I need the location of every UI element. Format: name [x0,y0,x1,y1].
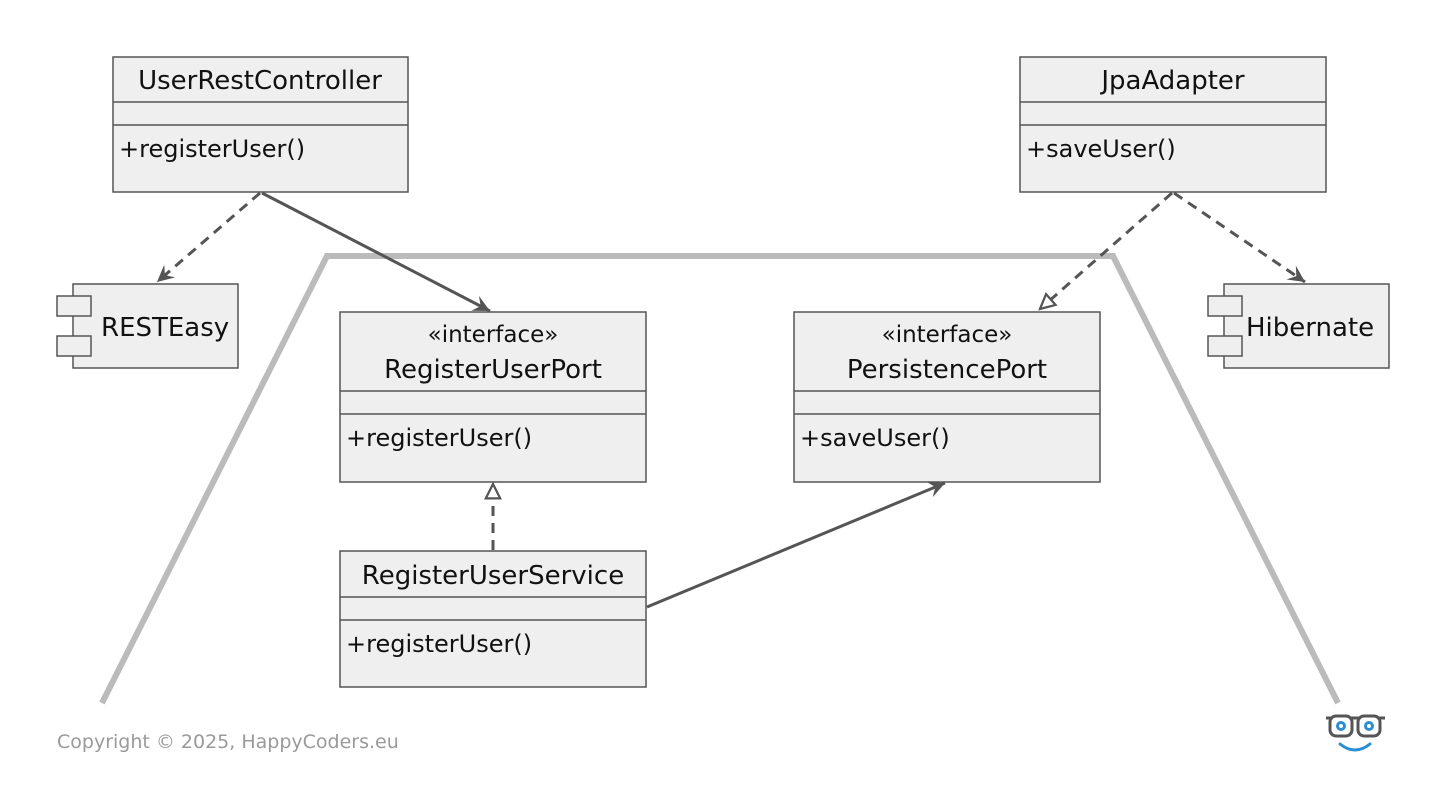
class-user-rest-controller[interactable]: UserRestController +registerUser() [112,56,409,193]
glasses-smile-logo-icon [1326,714,1385,752]
interface-stereotype: «interface» [882,322,1013,348]
interface-register-user-port[interactable]: «interface» RegisterUserPort +registerUs… [339,311,647,483]
interface-method: +saveUser() [800,424,950,452]
interface-stereotype: «interface» [428,322,559,348]
edge-service-calls-persistence-port [646,481,946,609]
class-name: UserRestController [138,66,382,96]
class-method: +saveUser() [1026,135,1176,163]
edge-adapter-implements-persistence-port [1040,191,1173,309]
component-icon [1207,295,1243,317]
interface-name: PersistencePort [847,355,1047,385]
class-method: +registerUser() [119,135,305,163]
component-label: Hibernate [1246,313,1374,343]
hexagon-boundary [99,253,1341,705]
component-label: RESTEasy [101,313,229,343]
component-hibernate[interactable]: Hibernate [1207,283,1390,369]
edge-controller-calls-register-port [261,191,491,313]
class-name: RegisterUserService [362,561,624,591]
class-method: +registerUser() [346,630,532,658]
component-icon [56,335,92,357]
class-register-user-service[interactable]: RegisterUserService +registerUser() [339,550,647,688]
component-icon [1207,335,1243,357]
copyright-text: Copyright © 2025, HappyCoders.eu [57,731,399,753]
component-resteasy[interactable]: RESTEasy [56,283,239,369]
interface-persistence-port[interactable]: «interface» PersistencePort +saveUser() [793,311,1101,483]
edge-controller-uses-resteasy [156,191,261,284]
interface-name: RegisterUserPort [384,355,602,385]
interface-method: +registerUser() [346,424,532,452]
class-name: JpaAdapter [1099,66,1245,96]
component-icon [56,295,92,317]
edge-adapter-uses-hibernate [1173,191,1306,284]
class-jpa-adapter[interactable]: JpaAdapter +saveUser() [1019,56,1327,193]
